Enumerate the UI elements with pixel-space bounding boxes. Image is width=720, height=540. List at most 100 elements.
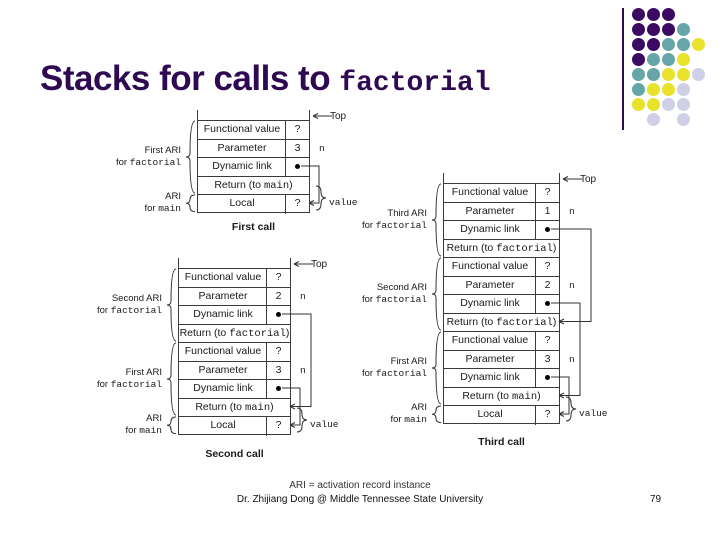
logo-dot	[662, 23, 675, 36]
ari-brace	[185, 194, 196, 213]
logo-dot	[632, 68, 645, 81]
stack-row-label: Return (to main)	[214, 178, 293, 192]
stack-row: Dynamic link	[179, 306, 290, 325]
stack-row-label: Functional value	[451, 260, 529, 272]
ari-label-line2: for main	[390, 413, 427, 425]
stack-row-label: Parameter	[198, 289, 248, 302]
stack-row-value: ?	[266, 343, 290, 361]
stack-row-value: ?	[535, 332, 559, 350]
top-marker-label: Top	[311, 259, 328, 270]
ari-brace	[431, 183, 442, 257]
stack-row-label: Local	[210, 419, 236, 431]
page-number: 79	[650, 494, 662, 505]
ari-label-line2: for factorial	[361, 219, 427, 231]
stack-row-value: ?	[266, 417, 290, 436]
stack-row-label: Functional value	[184, 271, 262, 283]
stack-row: Local?	[198, 195, 309, 214]
stack-row-label: Return (to factorial)	[446, 315, 557, 329]
stack-row-value: ?	[535, 406, 559, 425]
stack-row-value	[266, 380, 290, 398]
stack-row: Return (to main)	[198, 177, 309, 195]
ari-label-line1: ARI	[411, 402, 427, 414]
dynamic-link-pointer	[301, 165, 320, 207]
stack-row: Parameter 3	[198, 139, 309, 158]
stack-row-label: Return (to main)	[462, 389, 541, 403]
stack-row: Dynamic link	[444, 295, 559, 314]
ari-label-line1: First ARI	[144, 145, 181, 156]
mono-word: main	[158, 202, 181, 214]
logo-dot	[647, 113, 660, 126]
logo-dot	[677, 68, 690, 81]
stack-row: Parameter 3	[444, 350, 559, 369]
ari-label-line1: ARI	[165, 191, 181, 203]
top-marker-arrow	[562, 176, 582, 182]
ari-label-line1: First ARI	[125, 367, 162, 378]
stack-row-label: Functional value	[451, 334, 529, 346]
dynamic-link-pointer	[282, 313, 312, 410]
mono-word: factorial	[129, 156, 181, 168]
figure-caption: Second call	[205, 448, 264, 460]
mono-word: main	[263, 179, 290, 192]
stack-row-label: Dynamic link	[212, 160, 272, 172]
stack-row: Return (to main)	[179, 399, 290, 417]
stack-row: Dynamic link	[444, 221, 559, 240]
logo-dot	[647, 68, 660, 81]
value-brace	[315, 185, 327, 211]
param-annotation-n: n	[569, 353, 575, 365]
logo-dot	[662, 38, 675, 51]
decorative-dot-grid	[622, 6, 714, 134]
ari-label-line2: for factorial	[96, 378, 162, 390]
ari-label-line2: for factorial	[361, 367, 427, 379]
stack-row-label: Functional value	[184, 345, 262, 357]
stack-row-label: Functional value	[451, 186, 529, 198]
top-marker-arrow	[293, 261, 313, 267]
stack-row: Functional value?	[198, 121, 309, 140]
mono-word: factorial	[496, 242, 553, 255]
value-label: value	[329, 197, 358, 208]
stack-row: Functional value?	[444, 184, 559, 203]
logo-dot	[632, 83, 645, 96]
ari-brace	[166, 342, 177, 416]
top-marker-arrow	[312, 113, 332, 119]
ari-label-line2: for main	[144, 202, 181, 214]
param-annotation-n: n	[569, 205, 575, 217]
ari-brace	[166, 268, 177, 342]
top-marker-label: Top	[330, 111, 347, 122]
logo-dot	[662, 8, 675, 21]
mono-word: main	[244, 401, 271, 414]
mono-word: factorial	[496, 316, 553, 329]
value-brace	[296, 407, 308, 433]
stack-row-value	[535, 295, 559, 313]
logo-vertical-rule	[622, 8, 624, 130]
stack-row-label: Parameter	[465, 278, 515, 291]
logo-dot	[632, 98, 645, 111]
logo-dot	[662, 98, 675, 111]
stack-top-marker	[178, 258, 291, 268]
logo-dot	[647, 83, 660, 96]
ari-label-line1: ARI	[146, 413, 162, 425]
stack-row-label: Local	[477, 408, 503, 420]
mono-word: factorial	[110, 378, 162, 390]
stack-row-value: 3	[285, 139, 309, 157]
dynamic-link-pointer	[551, 302, 581, 399]
stack-row: Local?	[444, 406, 559, 425]
logo-dot	[632, 38, 645, 51]
stack-row-label: Dynamic link	[193, 308, 253, 320]
top-marker-label: Top	[580, 174, 597, 185]
stack-row-label: Parameter	[198, 363, 248, 376]
stack-row-value	[285, 158, 309, 176]
stack-row-value: 3	[535, 350, 559, 368]
param-annotation-n: n	[300, 290, 306, 302]
value-label: value	[310, 419, 339, 430]
param-annotation-n: n	[319, 142, 325, 154]
stack-row-label: Parameter	[217, 141, 267, 154]
mono-word: main	[404, 413, 427, 425]
stack-row-label: Functional value	[203, 123, 281, 135]
stack-row-label: Parameter	[465, 352, 515, 365]
